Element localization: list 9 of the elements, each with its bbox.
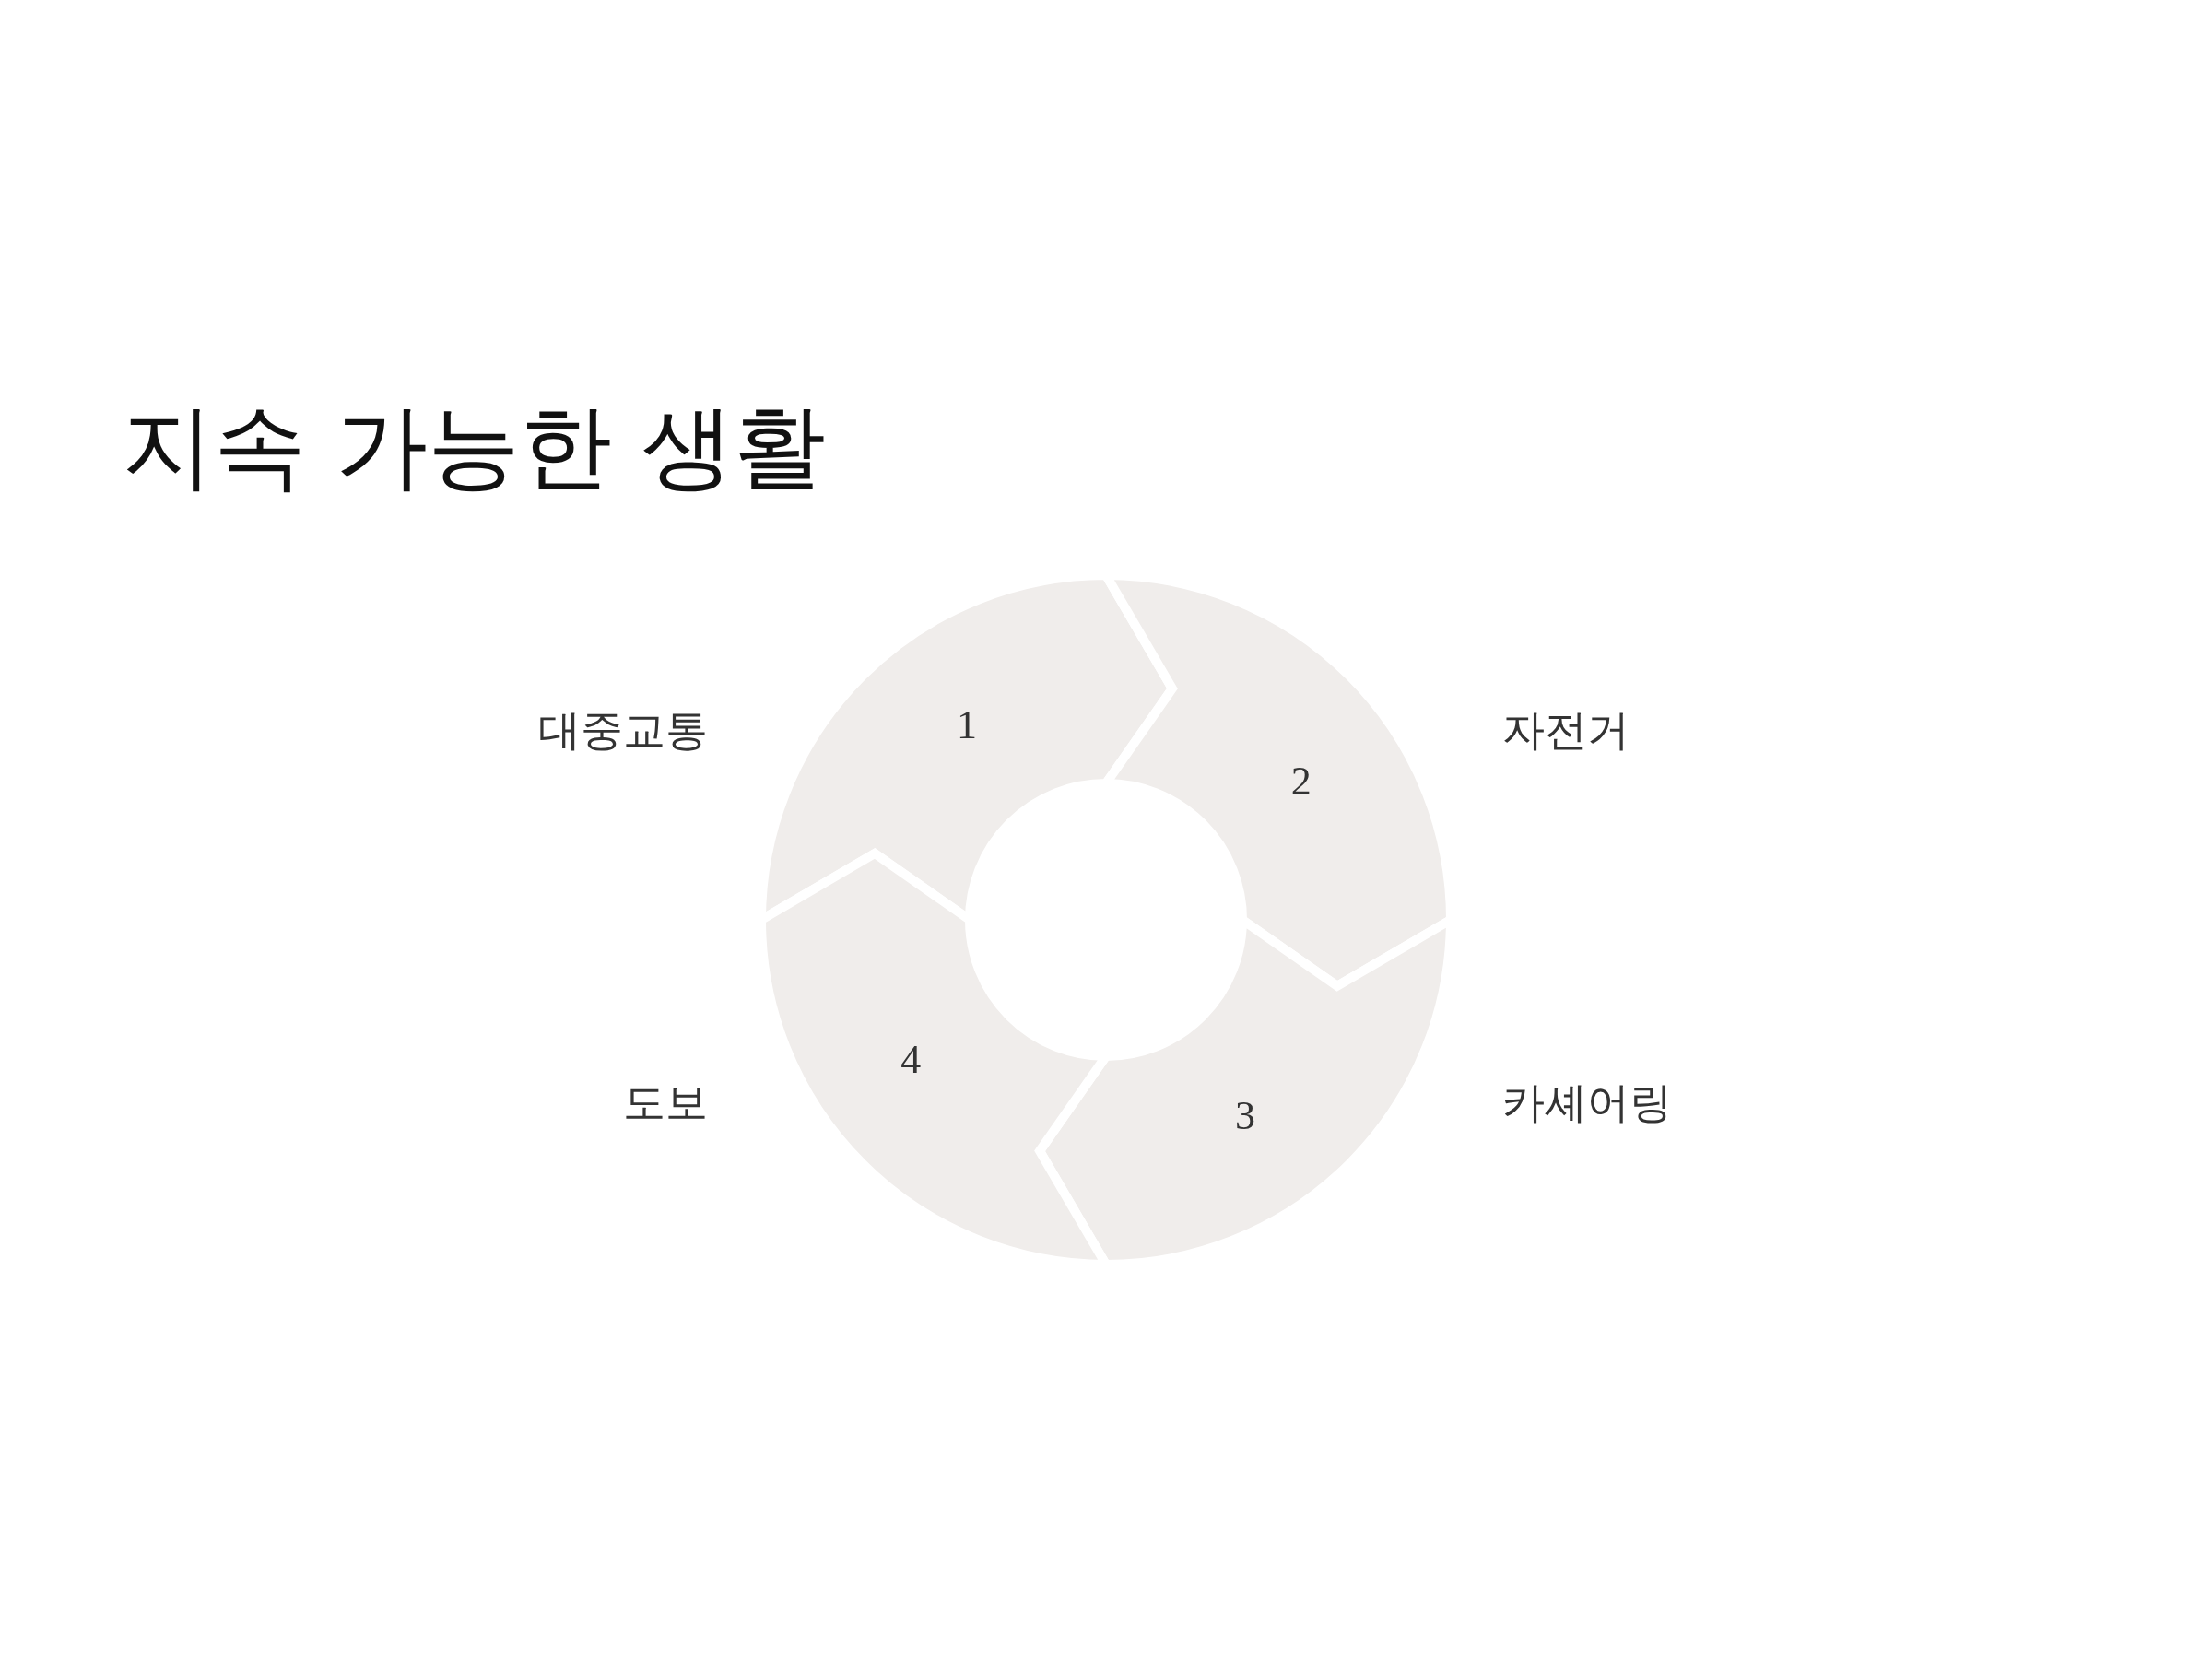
step-number: 3: [1234, 1091, 1255, 1139]
step-label: 도보: [623, 1077, 708, 1129]
step-label: 대중교통: [538, 704, 708, 757]
step-label: 카셰어링: [1502, 1077, 1672, 1129]
title: 지속 가능한 생활: [122, 392, 826, 502]
step-number: 4: [900, 1035, 922, 1083]
step-label: 자전거: [1502, 704, 1630, 757]
step-number: 2: [1290, 757, 1312, 805]
step-number: 1: [957, 700, 977, 748]
